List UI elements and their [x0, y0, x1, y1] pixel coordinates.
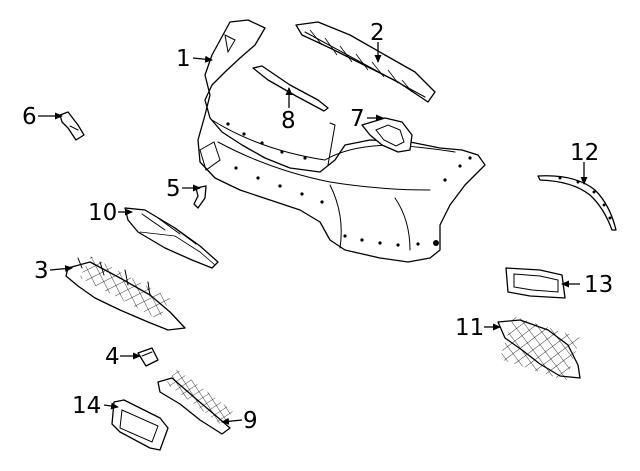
- leader-arrows: [38, 42, 588, 425]
- callout-1: 1: [176, 46, 191, 72]
- small-bracket-part: [193, 185, 207, 209]
- callout-7: 7: [350, 106, 365, 132]
- callout-9: 9: [243, 408, 258, 434]
- callout-3: 3: [34, 258, 49, 284]
- callout-8: 8: [281, 108, 296, 134]
- callout-labels: 1 2 3 4 5 6 7 8 9 10 11 12 13 14: [22, 20, 613, 434]
- upper-grille-trim-part: [295, 21, 436, 103]
- wheel-arch-trim-part: [537, 175, 617, 231]
- callout-12: 12: [570, 140, 599, 166]
- callout-6: 6: [22, 104, 37, 130]
- callout-5: 5: [166, 176, 181, 202]
- side-bracket-part: [59, 111, 85, 141]
- callout-10: 10: [88, 200, 117, 226]
- callout-14: 14: [72, 393, 101, 419]
- leader-9: [221, 417, 243, 425]
- lower-grille-part: [65, 256, 186, 331]
- fog-lamp-bezel-part: [361, 117, 413, 153]
- callout-13: 13: [584, 272, 613, 298]
- callout-2: 2: [370, 20, 385, 46]
- side-grille-part: [497, 316, 581, 381]
- callout-11: 11: [455, 315, 484, 341]
- upper-trim-strip-part: [252, 65, 329, 112]
- air-deflector-part: [124, 207, 219, 269]
- leader-1: [192, 55, 213, 63]
- grille-frame-part: [505, 267, 566, 299]
- license-plate-bracket-part: [111, 399, 169, 451]
- leader-3: [49, 265, 73, 273]
- lower-center-insert-part: [157, 368, 233, 435]
- clip-part: [137, 347, 159, 367]
- callout-4: 4: [105, 344, 120, 370]
- leader-14: [103, 402, 119, 410]
- bumper-cover-part: [197, 19, 486, 263]
